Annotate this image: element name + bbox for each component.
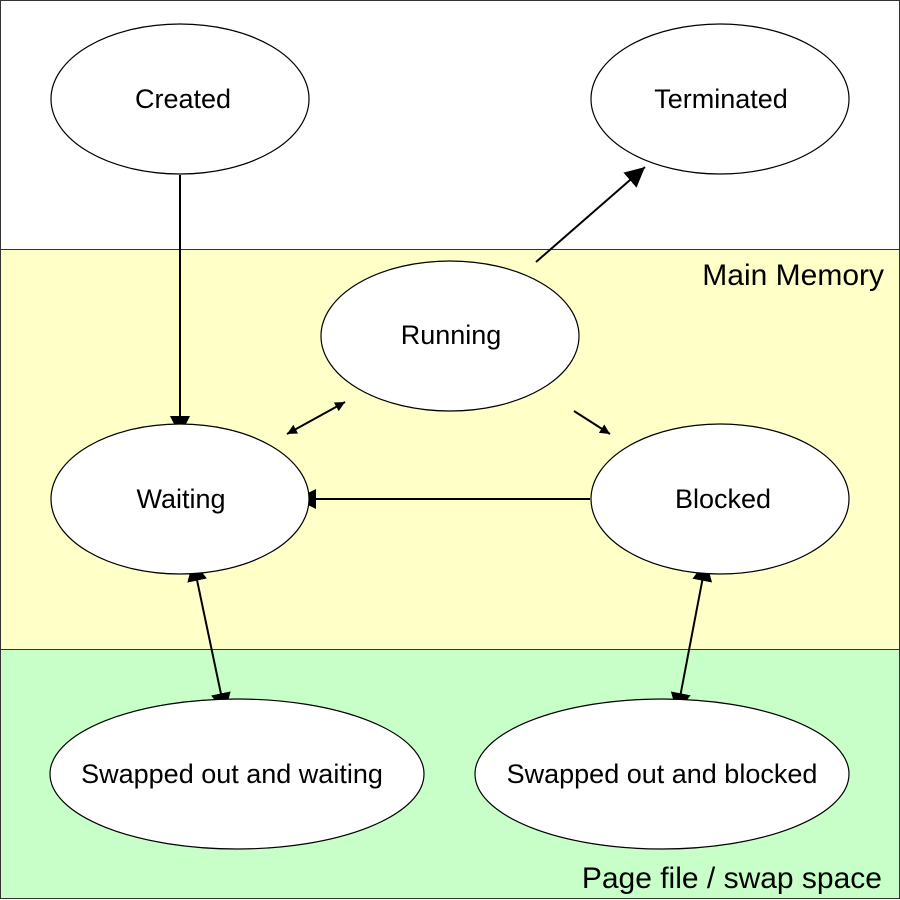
state-terminated: Terminated xyxy=(590,23,850,175)
state-running: Running xyxy=(320,260,580,412)
state-blocked-label: Blocked xyxy=(675,484,771,514)
edge-waiting-swapped-waiting xyxy=(187,560,231,714)
state-swapped-blocked-label: Swapped out and blocked xyxy=(507,759,818,789)
state-swapped-blocked: Swapped out and blocked xyxy=(474,698,850,850)
edge-running-to-terminated xyxy=(535,166,646,263)
main-memory-label: Main Memory xyxy=(702,259,884,292)
state-swapped-waiting: Swapped out and waiting xyxy=(49,698,425,850)
swap-space-label: Page file / swap space xyxy=(582,862,882,895)
state-terminated-label: Terminated xyxy=(654,84,788,114)
state-blocked: Blocked xyxy=(590,423,850,575)
edge-running-to-blocked xyxy=(573,410,611,435)
state-created: Created xyxy=(50,23,310,175)
state-swapped-waiting-label: Swapped out and waiting xyxy=(81,759,383,789)
state-waiting: Waiting xyxy=(50,423,310,575)
state-created-label: Created xyxy=(135,84,231,114)
edge-blocked-swapped-blocked xyxy=(670,560,713,714)
edge-waiting-running xyxy=(286,401,346,435)
state-waiting-label: Waiting xyxy=(136,484,225,514)
state-running-label: Running xyxy=(401,320,502,350)
